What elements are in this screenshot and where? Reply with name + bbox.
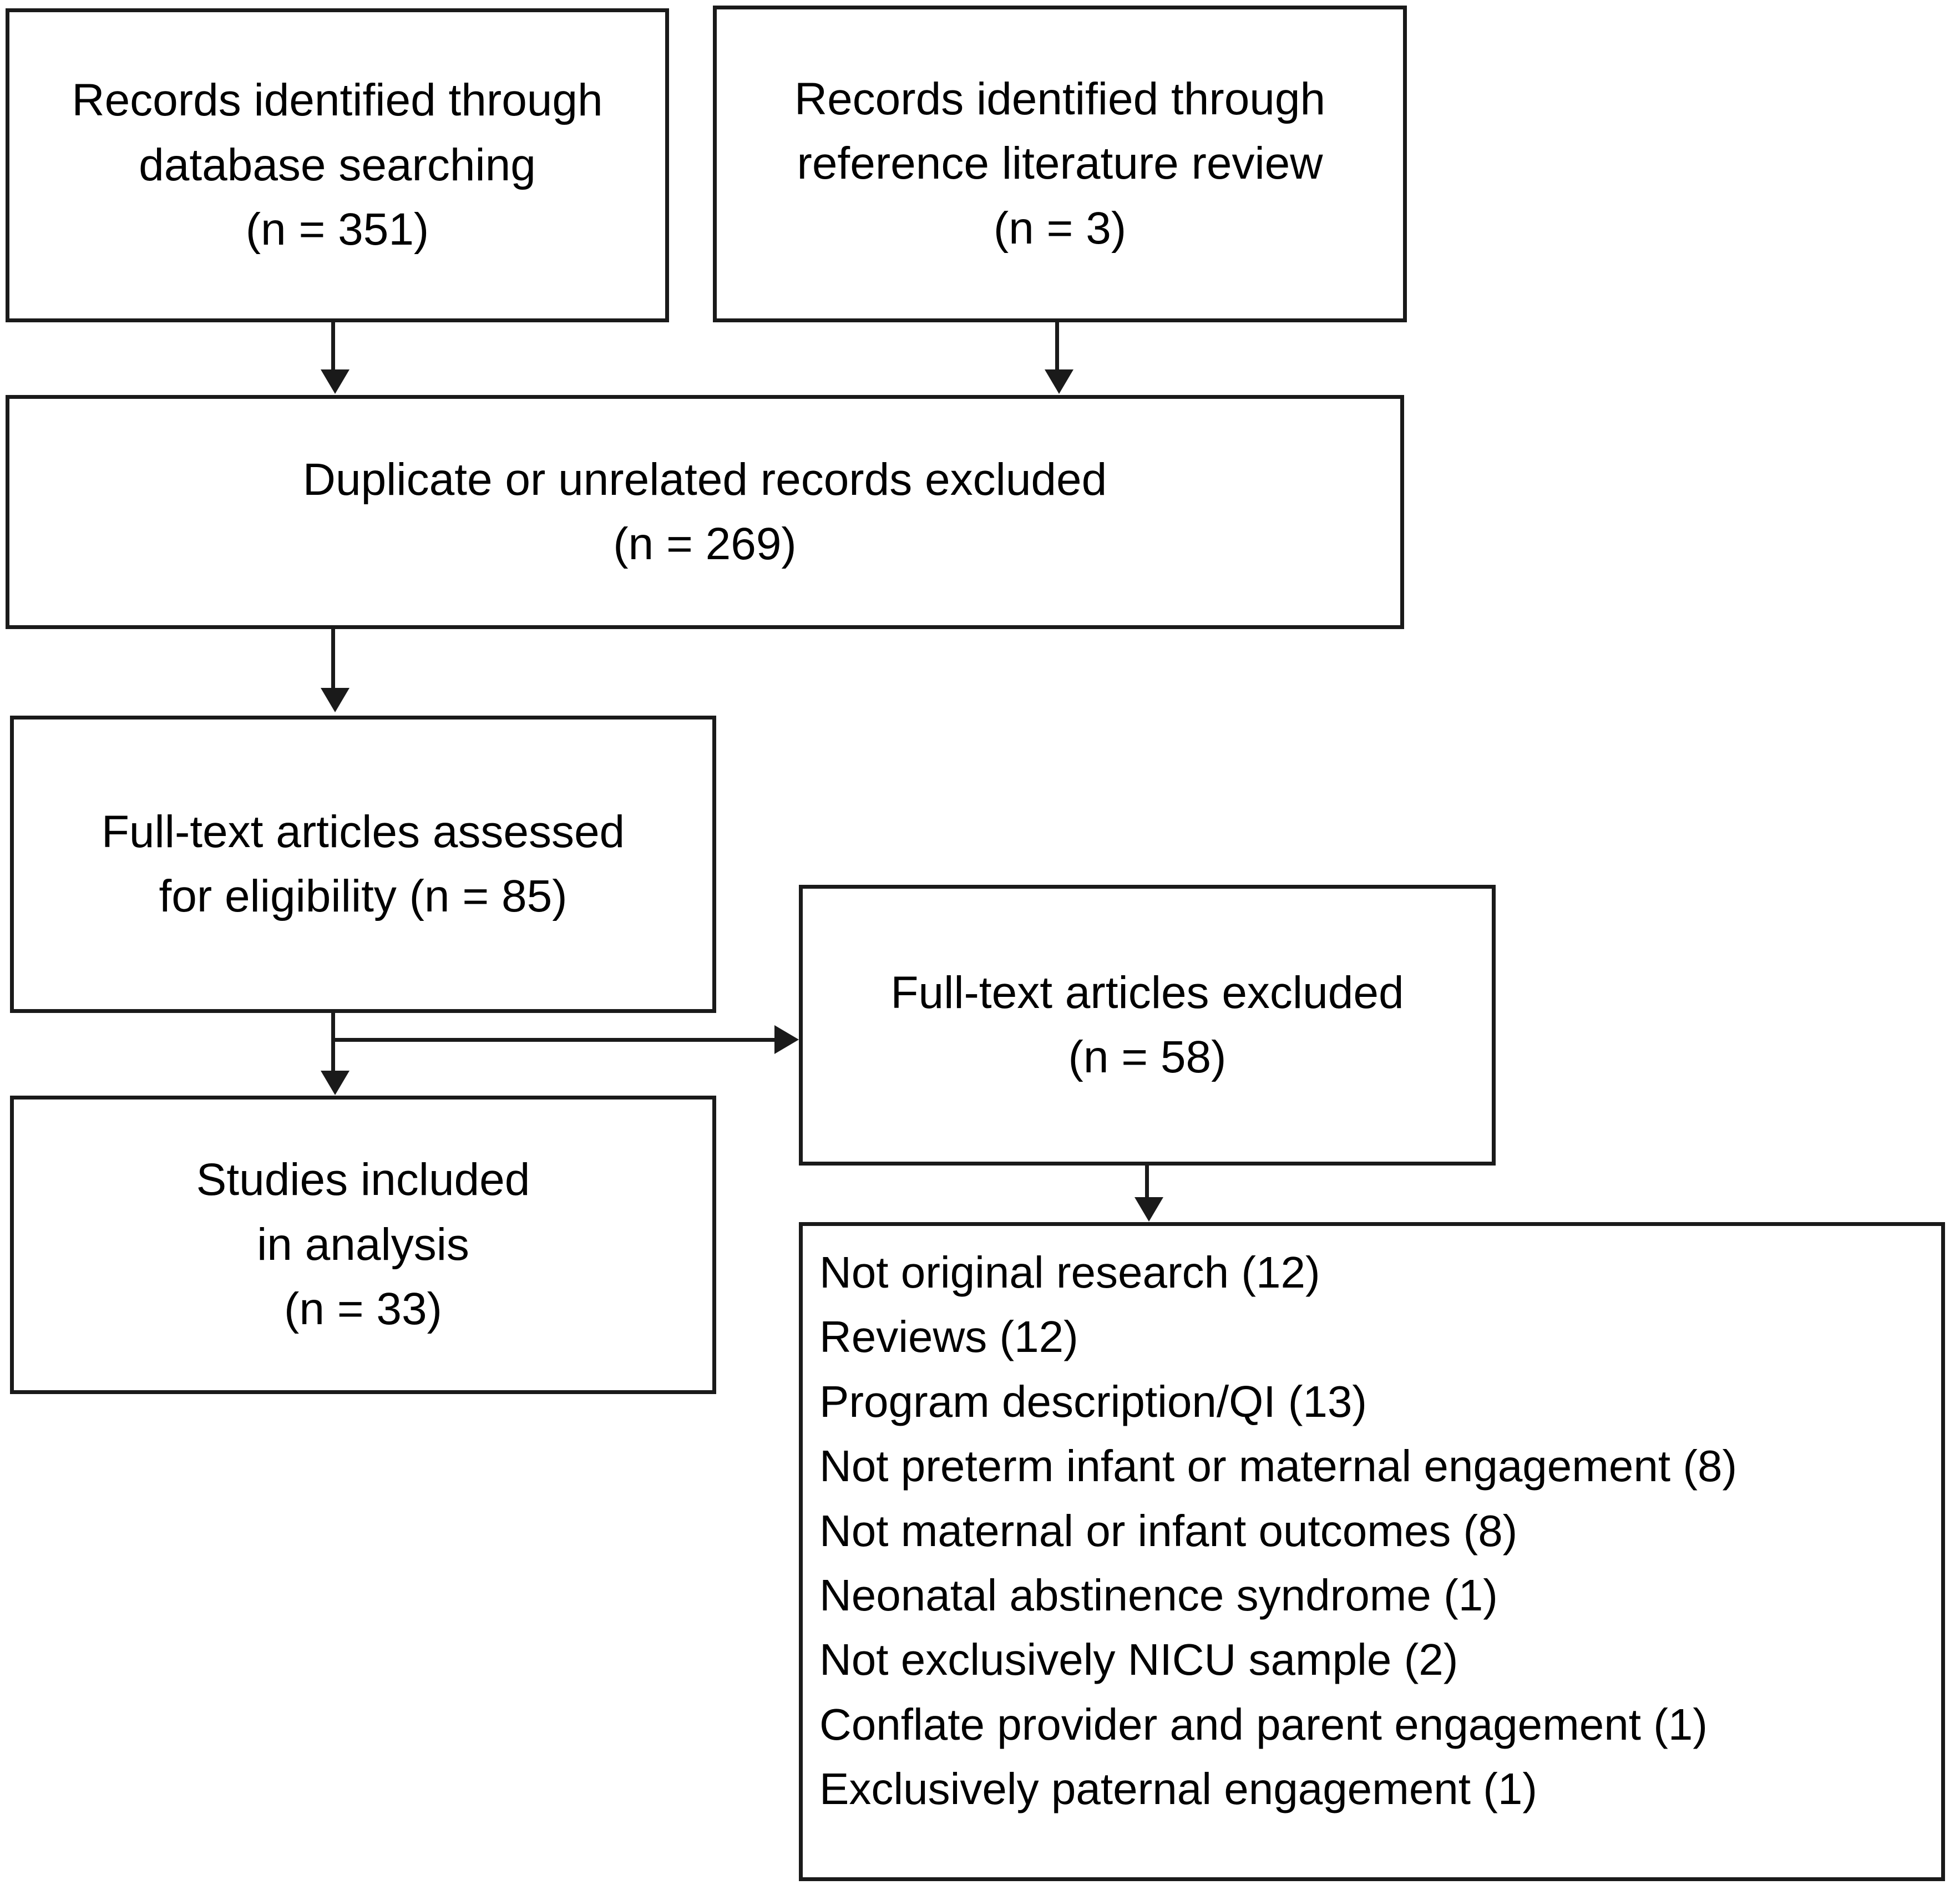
exclusion-reason-item: Not preterm infant or maternal engagemen… <box>819 1441 1738 1491</box>
node-duplicate-records-excluded: Duplicate or unrelated records excluded … <box>6 395 1404 629</box>
node-line: database searching <box>139 139 536 190</box>
node-count: (n = 58) <box>1068 1032 1227 1082</box>
arrowhead-down-icon <box>321 688 350 712</box>
node-records-database-searching: Records identified through database sear… <box>6 8 669 322</box>
node-count: (n = 351) <box>245 204 429 255</box>
node-line: Records identified through <box>794 73 1326 124</box>
node-count: (n = 269) <box>613 519 797 569</box>
node-count: (n = 33) <box>284 1284 442 1335</box>
node-line: Duplicate or unrelated records excluded <box>302 454 1107 505</box>
node-fulltext-assessed-eligibility: Full-text articles assessed for eligibil… <box>10 716 716 1013</box>
connector-eligibility-to-included <box>331 1013 335 1074</box>
node-exclusion-reasons-list: Not original research (12) Reviews (12) … <box>799 1222 1945 1881</box>
exclusion-reason-item: Program description/QI (13) <box>819 1376 1368 1426</box>
node-fulltext-articles-excluded: Full-text articles excluded (n = 58) <box>799 885 1496 1166</box>
arrowhead-down-icon <box>321 1071 350 1095</box>
node-line: Studies included <box>196 1154 530 1205</box>
node-studies-included-in-analysis: Studies included in analysis (n = 33) <box>10 1096 716 1394</box>
exclusion-reason-item: Not maternal or infant outcomes (8) <box>819 1506 1518 1556</box>
connector-db-search-to-duplicates <box>331 322 335 372</box>
arrowhead-down-icon <box>321 369 350 394</box>
node-line: Full-text articles excluded <box>890 967 1404 1018</box>
exclusion-reason-item: Conflate provider and parent engagement … <box>819 1699 1708 1749</box>
connector-eligibility-to-excluded <box>333 1038 777 1042</box>
arrowhead-down-icon <box>1045 369 1073 394</box>
node-line: in analysis <box>257 1219 469 1270</box>
arrowhead-down-icon <box>1135 1197 1163 1222</box>
exclusion-reason-item: Not original research (12) <box>819 1248 1320 1297</box>
connector-ref-review-to-duplicates <box>1055 322 1059 372</box>
exclusion-reason-item: Exclusively paternal engagement (1) <box>819 1764 1538 1814</box>
node-records-reference-literature-review: Records identified through reference lit… <box>713 6 1407 322</box>
connector-duplicates-to-eligibility <box>331 629 335 690</box>
arrowhead-right-icon <box>774 1025 799 1054</box>
connector-excluded-to-reasons <box>1145 1166 1149 1200</box>
node-line: reference literature review <box>797 138 1323 189</box>
exclusion-reason-item: Neonatal abstinence syndrome (1) <box>819 1570 1498 1620</box>
node-count: (n = 3) <box>993 202 1127 254</box>
exclusion-reason-item: Not exclusively NICU sample (2) <box>819 1635 1458 1685</box>
node-count: for eligibility (n = 85) <box>159 871 568 921</box>
node-line: Full-text articles assessed <box>101 806 625 857</box>
node-line: Records identified through <box>72 75 603 126</box>
exclusion-reason-item: Reviews (12) <box>819 1312 1078 1362</box>
